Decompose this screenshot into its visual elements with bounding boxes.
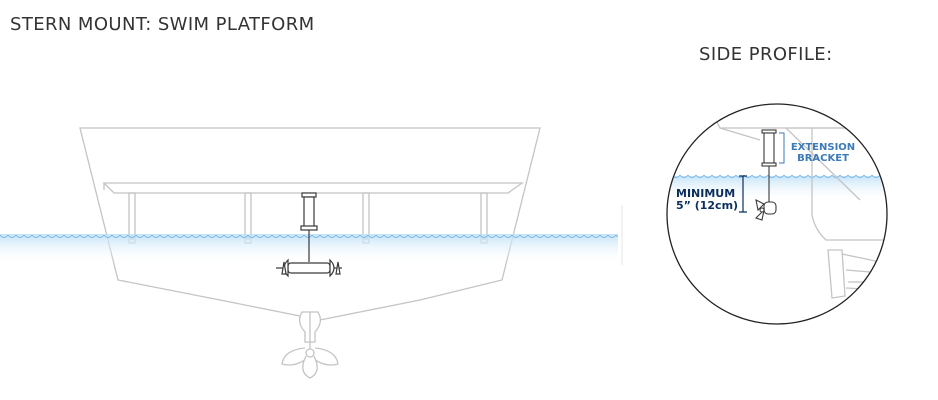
side-profile-view (667, 119, 887, 299)
boat-hull (79, 127, 541, 321)
side-profile-title: SIDE PROFILE: (699, 44, 833, 65)
extension-bracket-label: EXTENSION BRACKET (788, 142, 858, 164)
extension-label-line1: EXTENSION (790, 142, 856, 153)
minimum-label-line2: 5” (12cm) (676, 199, 739, 212)
page-title: STERN MOUNT: SWIM PLATFORM (10, 14, 315, 35)
minimum-depth-label: MINIMUM 5” (12cm) (676, 188, 738, 212)
trolling-motor-side (754, 129, 777, 221)
side-profile-circle (666, 103, 888, 325)
swim-platform (102, 182, 525, 194)
outboard-engine (281, 311, 339, 379)
extension-label-line2: BRACKET (797, 153, 849, 164)
trolling-motor-front (276, 192, 342, 278)
minimum-label-line1: MINIMUM (676, 187, 736, 200)
